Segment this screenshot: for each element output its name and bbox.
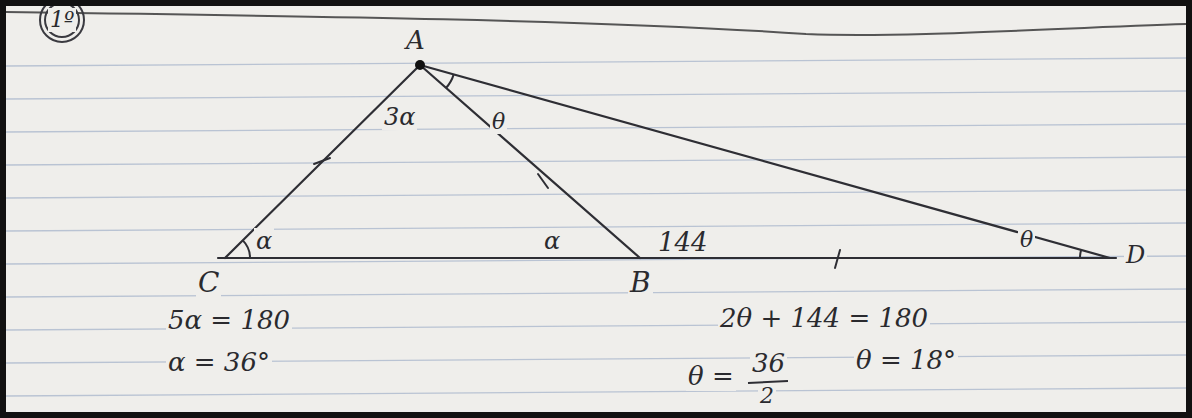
angle-label: 3α xyxy=(382,104,417,130)
fraction-numerator: 36 xyxy=(750,349,787,378)
tick-marks xyxy=(314,158,840,268)
circle-mark xyxy=(40,6,84,42)
angle-label: θ xyxy=(1018,228,1035,252)
point-name: A xyxy=(404,26,427,55)
section-number: 1º xyxy=(48,8,76,32)
equation: θ = xyxy=(686,362,736,391)
page-edge xyxy=(6,12,1186,35)
angle-value: 144 xyxy=(656,228,710,257)
equation: 2θ + 144 = 180 xyxy=(718,304,930,333)
equation: 5α = 180 xyxy=(166,306,292,335)
vertex-dot xyxy=(415,60,425,70)
notebook-paper: 1ºA 3α θ α α 144 θC B D 5α = 180 α = 36° 2θ + 144 =… xyxy=(6,6,1186,412)
angle-label: α xyxy=(542,228,562,254)
equation: θ = 18° xyxy=(854,346,958,375)
angle-label: α xyxy=(254,228,274,254)
ruled-lines xyxy=(6,58,1186,396)
fraction-denominator: 2 xyxy=(758,384,776,408)
equation: α = 36° xyxy=(166,348,272,377)
angle-label: θ xyxy=(490,110,507,134)
fraction-bar xyxy=(748,381,788,383)
point-name: D xyxy=(1124,242,1147,268)
point-name: B xyxy=(628,268,653,299)
triangle-lines xyxy=(218,65,1116,258)
angle-arcs xyxy=(243,74,1081,258)
point-name: C xyxy=(196,268,221,299)
